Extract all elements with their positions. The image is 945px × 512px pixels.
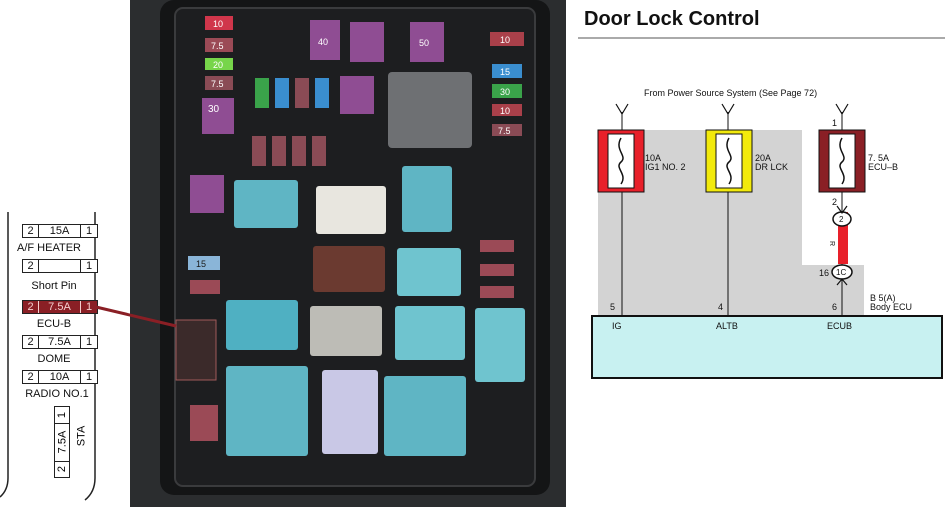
- fuse-pin-right: 1: [85, 336, 93, 348]
- wiring-diagram: [578, 37, 945, 379]
- fuse-label-ecu-b: ECU-B: [36, 318, 72, 330]
- ecub-top-pin: 1: [832, 118, 838, 128]
- fuse-af-heater[interactable]: 2 15A 1: [22, 224, 98, 238]
- photo-fuse-label: 15: [500, 67, 510, 77]
- photo-fuse-label: 50: [419, 38, 429, 48]
- fuse-pin-right: 1: [85, 260, 93, 272]
- fuse-pin-right: 1: [85, 371, 93, 383]
- ecu-b-fuse-location: [175, 319, 217, 381]
- photo-fuse-label: 10: [500, 35, 510, 45]
- fuse-amp: 7.5A: [39, 301, 81, 313]
- fuse-label-dome: DOME: [37, 353, 71, 365]
- connector-bottom-pin: 16: [819, 268, 830, 278]
- fuse-pin-left: 2: [23, 301, 39, 313]
- fuse-box-drawing: 10 7.5 20 7.5 40 50 10 15 30 10 7.5 30: [130, 0, 566, 507]
- fuse-list-panel: 2 15A 1 A/F HEATER 2 1 Short Pin 2 7.5A …: [0, 0, 128, 507]
- pin-ig: 5: [610, 302, 616, 312]
- photo-fuse-label: 40: [318, 37, 328, 47]
- fuse-pin-left: 2: [23, 371, 39, 383]
- panel-outline: [0, 212, 96, 501]
- fuse-radio-no1[interactable]: 2 10A 1: [22, 370, 98, 384]
- terminal-altb: ALTB: [716, 321, 738, 331]
- diagram-title: Door Lock Control: [584, 8, 760, 30]
- ecub-wire: [838, 212, 848, 264]
- wire-code: R: [828, 240, 836, 247]
- fuse-pin-left: 2: [23, 336, 39, 348]
- photo-fuse-label: 30: [208, 104, 220, 115]
- ecu-connector: B 5(A): [870, 293, 896, 303]
- fuse-short-pin[interactable]: 2 1: [22, 259, 98, 273]
- fuse-amp: 10A: [39, 371, 81, 383]
- fuse-dome[interactable]: 2 7.5A 1: [22, 335, 98, 349]
- fuse-ig1-name: IG1 NO. 2: [645, 162, 686, 172]
- photo-fuse-label: 7.5: [211, 41, 224, 51]
- fuse-label-af-heater: A/F HEATER: [17, 242, 81, 254]
- fuse-dr-lck-name: DR LCK: [755, 162, 789, 172]
- ecu-name: Body ECU: [870, 302, 913, 312]
- photo-fuse-label: 15: [196, 259, 206, 269]
- body-ecu-box: [591, 315, 943, 379]
- photo-fuse-label: 7.5: [211, 79, 224, 89]
- fuse-label-radio-no1: RADIO NO.1: [25, 388, 89, 400]
- photo-fuse-label: 30: [500, 87, 510, 97]
- terminal-ecub: ECUB: [827, 321, 853, 331]
- photo-fuse-labels: 10 7.5 20 7.5 40 50 10 15 30 10 7.5: [211, 19, 511, 136]
- fuse-pin-left: 2: [23, 225, 39, 237]
- top-fuse-row: [205, 16, 524, 136]
- fuse-dr-lck-amp: 20A: [755, 153, 772, 163]
- connector-top-pin: 2: [832, 197, 838, 207]
- pin-ecub: 6: [832, 302, 838, 312]
- fuse-ig1-amp: 10A: [645, 153, 662, 163]
- fuse-pin-right: 1: [85, 225, 93, 237]
- pin-altb: 4: [718, 302, 724, 312]
- connector-bottom-label: 1C: [836, 268, 847, 277]
- fuse-sta[interactable]: 1 7.5A 2: [54, 406, 70, 478]
- fuse-amp: 15A: [39, 225, 81, 237]
- photo-fuse-label: 7.5: [498, 126, 511, 136]
- fuse-pin-right: 1: [85, 301, 93, 313]
- fuse-amp: [39, 260, 81, 272]
- fuse-label-short-pin: Short Pin: [31, 280, 77, 292]
- photo-fuse-label: 10: [213, 19, 223, 29]
- terminal-ig: IG: [612, 321, 622, 331]
- fuse-ecu-b-name: ECU–B: [868, 162, 899, 172]
- photo-fuse-label: 20: [213, 60, 223, 70]
- fuse-ecu-b-amp: 7. 5A: [868, 153, 890, 163]
- power-source-area: [598, 130, 864, 316]
- fuse-amp: 7.5A: [39, 336, 81, 348]
- fuse-ecu-b[interactable]: 2 7.5A 1: [22, 300, 98, 314]
- connector-top-label: 2: [839, 215, 844, 224]
- power-source-note: From Power Source System (See Page 72): [644, 88, 818, 98]
- photo-fuse-label: 10: [500, 106, 510, 116]
- fuse-pin-left: 2: [23, 260, 39, 272]
- fuse-box-photo: 10 7.5 20 7.5 40 50 10 15 30 10 7.5 30: [130, 0, 566, 507]
